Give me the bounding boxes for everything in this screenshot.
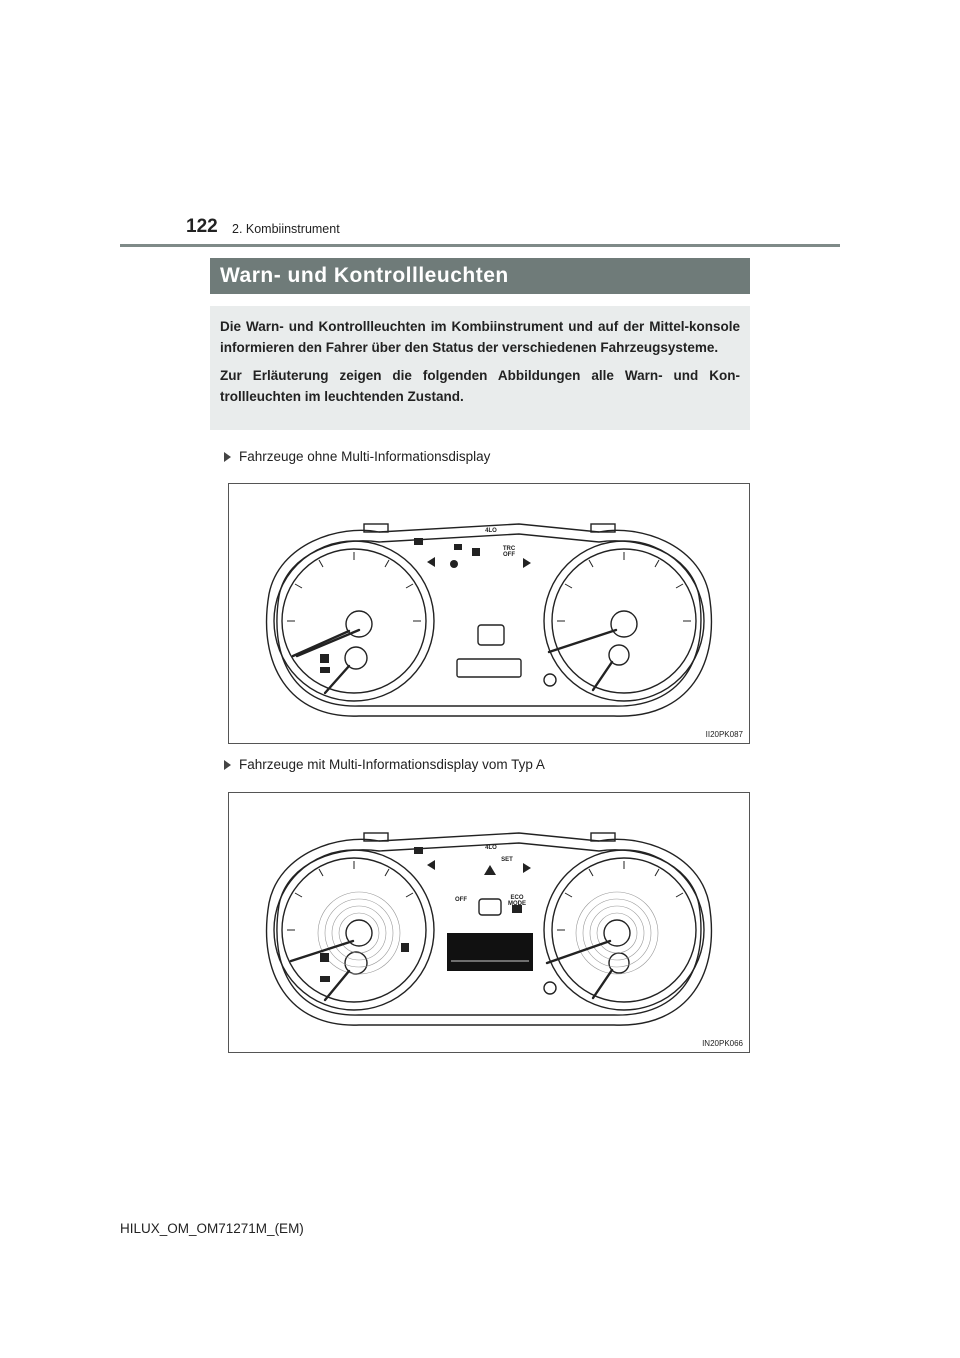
- lo-indicator-label: 4LO: [485, 528, 497, 534]
- figure-1-code: II20PK087: [705, 730, 743, 739]
- bullet-triangle-icon: [224, 451, 231, 462]
- lo-indicator-label: 4LO: [485, 845, 497, 851]
- intro-box: Die Warn- und Kontrollleuchten im Kombii…: [210, 306, 750, 430]
- mode-indicator-label: MODE: [508, 901, 526, 907]
- section-title: 2. Kombiinstrument: [232, 222, 340, 236]
- figure-2-caption-text: Fahrzeuge mit Multi-Informationsdisplay …: [239, 757, 545, 772]
- off-indicator-label: OFF: [455, 897, 467, 903]
- intro-paragraph-1: Die Warn- und Kontrollleuchten im Kombii…: [220, 319, 740, 355]
- trc-indicator-label: TRC: [503, 546, 516, 552]
- footer-doc-id: HILUX_OM_OM71271M_(EM): [120, 1221, 304, 1236]
- page-number: 122: [186, 216, 218, 237]
- figure-1-caption-text: Fahrzeuge ohne Multi-Informationsdisplay: [239, 449, 491, 464]
- header-rule: [120, 244, 840, 247]
- figure-2: 4LO SET ECO MODE OFF IN20PK066: [228, 792, 750, 1053]
- cluster-illustration-2: 4LO SET ECO MODE OFF: [265, 832, 713, 1026]
- figure-2-code: IN20PK066: [702, 1039, 743, 1048]
- trc-off-indicator-label: OFF: [503, 552, 515, 558]
- figure-1-caption: Fahrzeuge ohne Multi-Informationsdisplay: [218, 449, 490, 464]
- figure-1: 4LO TRC OFF II20PK087: [228, 483, 750, 744]
- bullet-triangle-icon: [224, 759, 231, 770]
- eco-indicator-label: ECO: [510, 895, 523, 901]
- figure-2-caption: Fahrzeuge mit Multi-Informationsdisplay …: [218, 757, 545, 772]
- set-indicator-label: SET: [501, 857, 513, 863]
- cluster-illustration-1: 4LO TRC OFF: [265, 523, 713, 717]
- page-title: Warn- und Kontrollleuchten: [210, 258, 750, 294]
- intro-paragraph-2: Zur Erläuterung zeigen die folgenden Abb…: [220, 368, 740, 404]
